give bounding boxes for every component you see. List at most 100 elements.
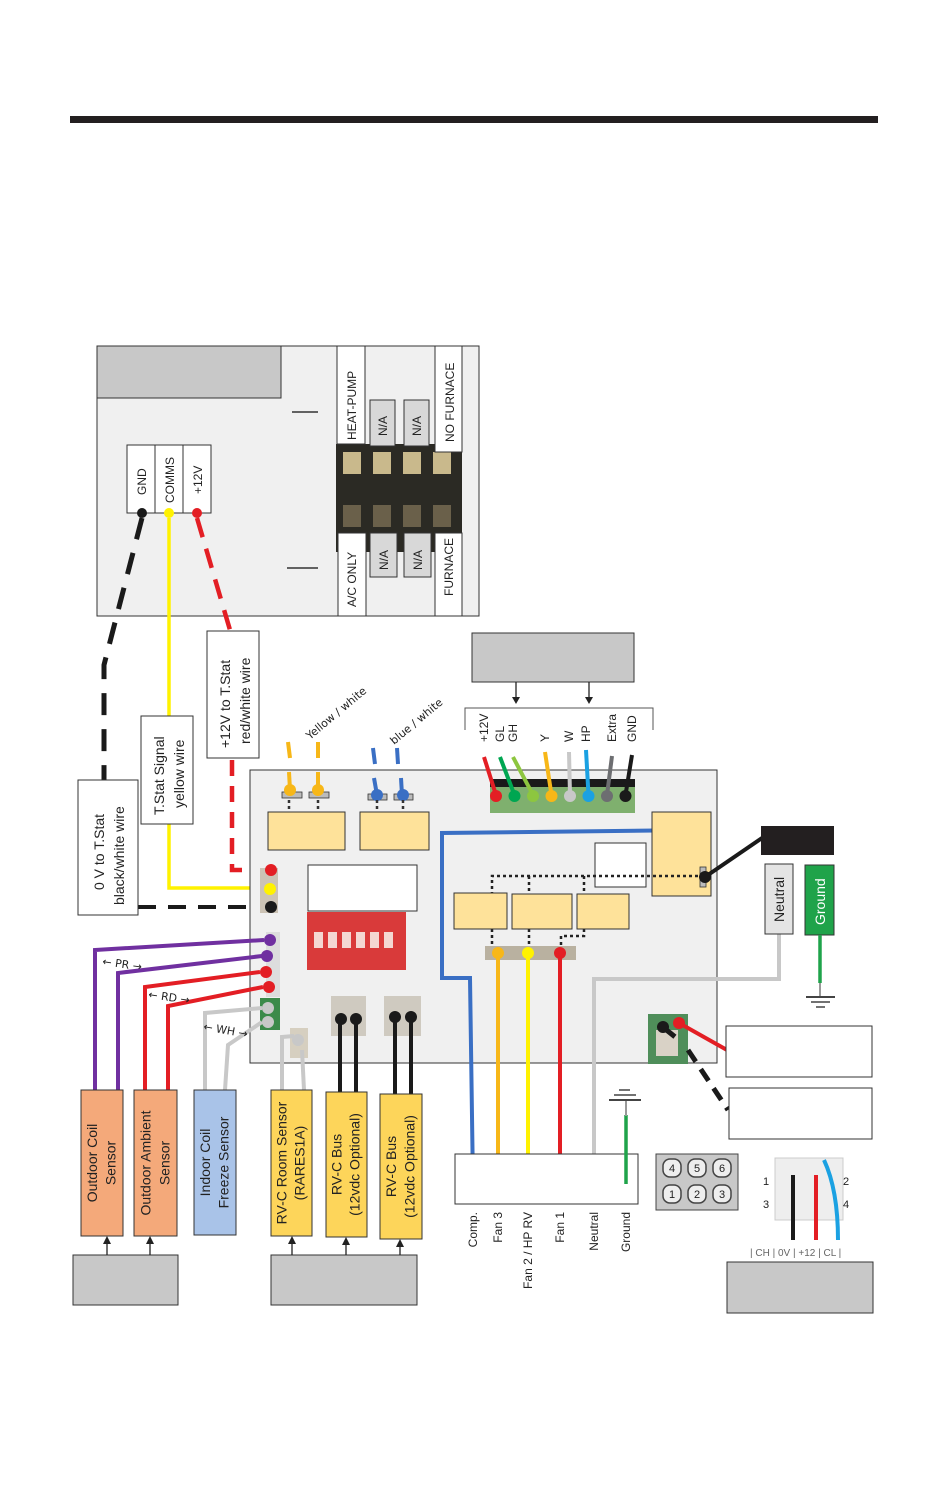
signal-wire-label-line2: yellow wire [171,739,187,808]
thermostat-panel: GND COMMS +12V HEAT-PUMP N/A N/A NO FURN… [96,345,480,617]
terminal-dot-3 [545,790,558,802]
sensor-box-3 [270,1089,313,1237]
sensor-label-0-1: Sensor [102,1140,118,1185]
switch-2-top-label: N/A [376,416,390,436]
terminal-label-y: Y [538,734,552,742]
sensor-box-2 [193,1089,237,1236]
switch-3-top-label: N/A [410,416,424,436]
terminal-dot-6 [601,790,613,802]
sensor-label-4-0: RV-C Bus [329,1134,345,1195]
gnd-wire-label-line1: 0 V to T.Stat [91,814,107,890]
terminal-lead-4 [567,751,572,796]
comms-terminal-dot [164,508,174,518]
terminal-label-gnd: GND [625,715,639,742]
terminal-strip-title-box [471,632,635,683]
line-voltage-label-box [761,826,834,855]
yellow-white-leads [281,741,330,799]
room-sensor-wire-1 [280,1034,295,1090]
board-signal-dot [264,883,276,895]
sensor-label-3-1: (RARES1A) [292,1126,308,1201]
switch-heat-pump-label: HEAT-PUMP [345,371,359,440]
sensor-label-1-1: Sensor [156,1140,172,1185]
terminal-label-hp: HP [579,725,593,742]
pin-label-2: 2 [694,1189,700,1201]
terminal-lead-5 [584,749,591,796]
relay-fan-3 [453,892,508,930]
terminal-label-gl: GL [493,726,507,742]
aux-label-box-2 [728,1087,873,1140]
relay-fan-1 [576,893,630,930]
pin-side-2: 2 [843,1176,849,1188]
terminal-comms-label: COMMS [163,457,177,503]
neutral-box-label: Neutral [771,877,787,922]
sensor-label-5-0: RV-C Bus [383,1136,399,1197]
terminal-dot-0 [490,790,502,802]
outdoor-coil-wire-1 [93,938,265,1090]
sensor-box-5 [379,1093,423,1240]
sensor-label-1-0: Outdoor Ambient [137,1110,153,1215]
wh-label: ← WH → [202,1020,248,1041]
sensor-box-0 [80,1089,124,1237]
pin-label-3: 3 [719,1189,725,1201]
relay-label-box [594,842,647,888]
board-power-dot [265,864,277,876]
sensor-label-2-1: Freeze Sensor [215,1116,231,1208]
contactor-wire [703,836,764,879]
pin-label-4: 4 [669,1163,675,1175]
pin-side-4: 4 [843,1199,849,1211]
outdoor-sensors-title-box [72,1254,179,1306]
pin-label-6: 6 [719,1163,725,1175]
room-sensor-wire-2 [300,1049,306,1091]
gnd-terminal-dot [137,508,147,518]
switch-furnace-label: FURNACE [442,538,456,596]
outdoor-coil-wire-2 [116,954,263,1090]
connector-caption: | CH | 0V | +12 | CL | [750,1248,841,1259]
sensor-label-4-1: (12vdc Optional) [347,1113,363,1216]
switch-2-bottom-label: N/A [377,550,391,570]
terminal-dot-1 [508,790,521,802]
pin-icon-3 [712,1184,732,1204]
terminal-label-12v: +12V [477,714,491,742]
pin-icon-5 [687,1158,707,1178]
output-label-4: Neutral [587,1212,601,1251]
output-label-5: Ground [619,1212,633,1252]
pin-icon-2 [687,1184,707,1204]
terminal-dot-5 [582,790,595,802]
rvc-bus-1-wires [338,1019,358,1092]
terminal-gnd-label: GND [135,468,149,495]
rd-label: ← RD → [148,988,191,1007]
output-ground-symbol-icon [609,1089,641,1101]
relay-block-2 [359,811,430,851]
switch-no-furnace-label: NO FURNACE [443,363,457,442]
rvc-bus-2-wires [393,1017,413,1095]
pin-side-1: 1 [763,1176,769,1188]
aux-label-box-1 [725,1025,873,1078]
blue-white-label: blue / white [388,696,446,748]
ground-box-label: Ground [812,878,828,925]
terminal-label-gh: GH [506,724,520,742]
pin-side-3: 3 [763,1199,769,1211]
gnd-wire-label-line2: black/white wire [111,806,127,905]
sensor-box-4 [325,1091,368,1238]
gnd-wire [101,517,145,790]
header-rule [70,116,878,123]
signal-wire [167,518,268,890]
output-label-2: Fan 2 / HP RV [521,1212,535,1289]
comp-wire [440,828,697,1186]
thermostat-title-box [96,345,282,399]
sensor-label-5-1: (12vdc Optional) [401,1115,417,1218]
pin-icon-4 [662,1158,682,1178]
aux-red-wire [678,1021,728,1052]
terminal-lead-0 [482,756,498,796]
blue-white-leads [367,747,414,801]
sensor-box-1 [133,1089,178,1237]
outdoor-ambient-wire-2 [166,985,264,1090]
output-label-1: Fan 3 [491,1212,505,1243]
output-label-0: Comp. [466,1212,480,1247]
sensor-label-0-0: Outdoor Coil [84,1124,100,1203]
dip-switch-label-box [307,864,418,912]
terminal-label-extra: Extra [605,714,619,742]
terminal-lead-7 [623,754,634,796]
yellow-white-label: Yellow / white [303,684,370,743]
